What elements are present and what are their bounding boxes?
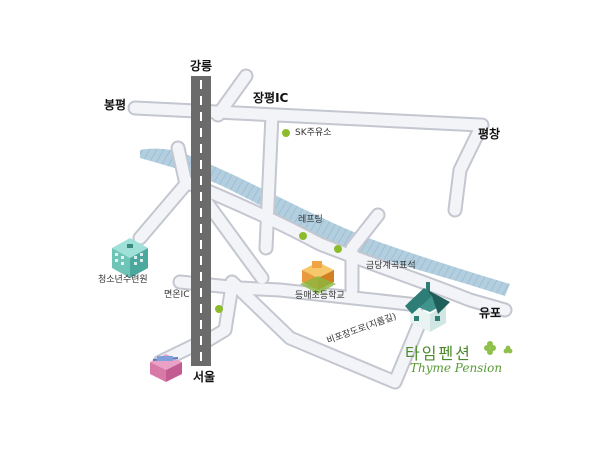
myeonon-marker bbox=[215, 305, 223, 313]
label-bongpyeong: 봉평 bbox=[104, 98, 127, 112]
label-deungmae-school: 등매초등학교 bbox=[295, 291, 345, 301]
label-sk-gas: SK주유소 bbox=[295, 128, 332, 138]
label-myeonon-ic: 면온IC bbox=[164, 290, 190, 300]
label-rafting: 레프팅 bbox=[298, 215, 323, 225]
rafting-marker-1 bbox=[299, 232, 307, 240]
building-icon bbox=[112, 238, 148, 278]
label-geumdang-sign: 금당계곡표석 bbox=[366, 261, 416, 271]
shop-icon bbox=[150, 354, 182, 382]
sk-gas-marker bbox=[282, 129, 290, 137]
clover-icon bbox=[484, 341, 513, 355]
rafting-marker-2 bbox=[334, 245, 342, 253]
label-pyeongchang: 평창 bbox=[478, 127, 501, 141]
label-yupo: 유포 bbox=[479, 306, 502, 320]
label-youth-center: 청소년수련원 bbox=[98, 275, 148, 285]
pension-name-english: Thyme Pension bbox=[410, 361, 503, 375]
label-jangpyeong-ic: 장평IC bbox=[253, 91, 289, 105]
highway bbox=[191, 76, 211, 366]
school-icon bbox=[300, 261, 336, 294]
pension-name-korean: 타임펜션 bbox=[405, 344, 472, 363]
label-seoul: 서울 bbox=[193, 370, 216, 384]
river bbox=[140, 148, 510, 296]
label-gangneung: 강릉 bbox=[190, 59, 213, 73]
house-icon bbox=[405, 282, 450, 332]
